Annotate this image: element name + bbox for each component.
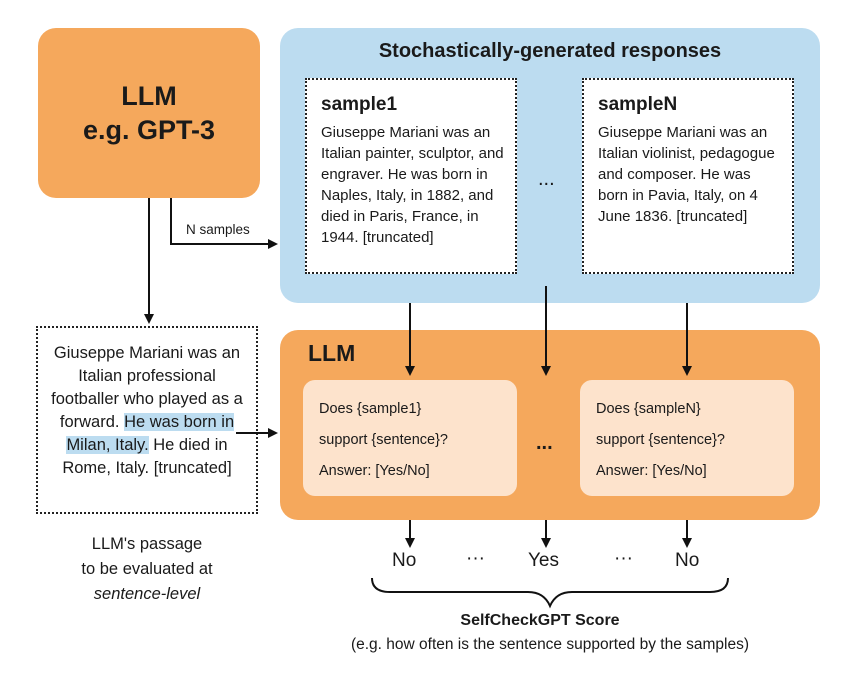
answer-dots-2: ··· <box>614 548 633 569</box>
prompt1-card: Does {sample1} support {sentence}? Answe… <box>303 380 517 496</box>
sample1-heading: sample1 <box>321 94 398 115</box>
passage-box: Giuseppe Mariani was an Italian professi… <box>36 326 258 514</box>
sample1-card: sample1 Giuseppe Mariani was an Italian … <box>305 78 517 274</box>
passage-text-after: He died in Rome, Italy. [truncated] <box>62 436 232 477</box>
llm-model-label: e.g. GPT-3 <box>82 115 216 145</box>
answer-first: No <box>392 550 417 571</box>
prompts-ellipsis: ... <box>536 432 553 454</box>
responses-title: Stochastically-generated responses <box>378 40 722 62</box>
caption-line2: to be evaluated at <box>81 560 213 578</box>
llm-label: LLM <box>121 81 177 111</box>
promptN-line1: Does {sampleN} <box>596 401 701 417</box>
llm-generator-box: LLM e.g. GPT-3 <box>38 28 260 198</box>
samples-ellipsis: ... <box>538 168 555 190</box>
score-title: SelfCheckGPT Score <box>460 612 620 629</box>
answers-brace <box>371 577 729 609</box>
prompt1-line1: Does {sample1} <box>319 401 422 417</box>
promptN-line3: Answer: [Yes/No] <box>596 463 707 479</box>
sampleN-card: sampleN Giuseppe Mariani was an Italian … <box>582 78 794 274</box>
prompt1-line2: support {sentence}? <box>319 432 448 448</box>
sampleN-heading: sampleN <box>598 94 678 115</box>
promptN-line2: support {sentence}? <box>596 432 725 448</box>
passage-caption: LLM's passage to be evaluated at sentenc… <box>36 532 258 607</box>
answer-middle: Yes <box>528 550 559 571</box>
score-subtitle: (e.g. how often is the sentence supporte… <box>350 636 750 653</box>
arrow-llm-to-samples <box>170 198 278 249</box>
llm-check-title: LLM <box>308 340 356 366</box>
passage-text-before: Giuseppe Mariani was an Italian professi… <box>51 344 243 431</box>
caption-line3: sentence-level <box>93 585 201 603</box>
promptN-card: Does {sampleN} support {sentence}? Answe… <box>580 380 794 496</box>
caption-line1: LLM's passage <box>91 535 203 553</box>
prompt1-line3: Answer: [Yes/No] <box>319 463 430 479</box>
answer-last: No <box>675 550 700 571</box>
n-samples-label: N samples <box>186 222 250 237</box>
sample1-text: Giuseppe Mariani was an Italian painter,… <box>321 124 504 246</box>
sampleN-text: Giuseppe Mariani was an Italian violinis… <box>598 124 775 225</box>
answer-dots-1: ··· <box>466 548 485 569</box>
